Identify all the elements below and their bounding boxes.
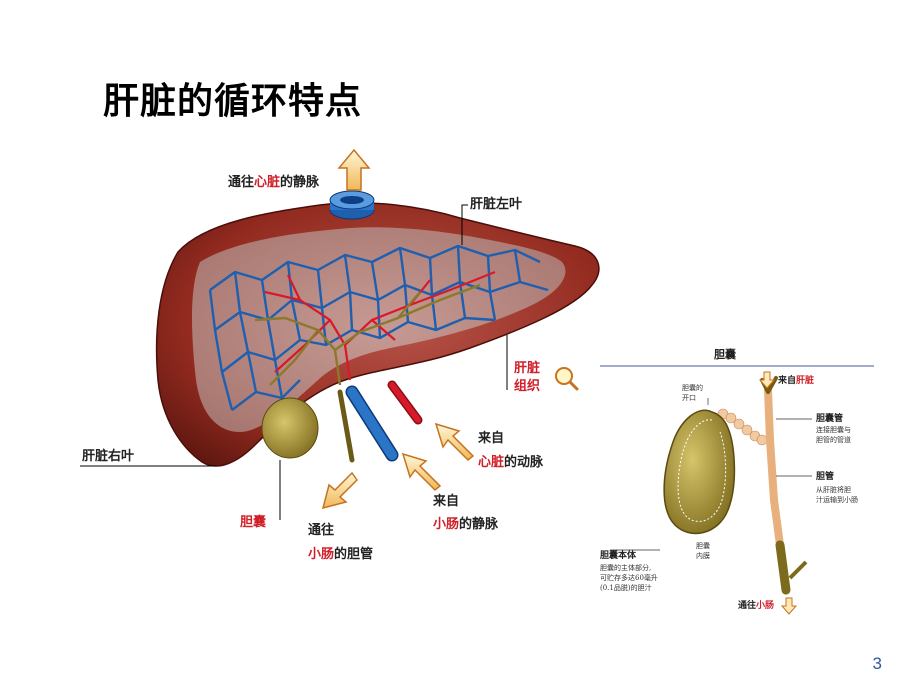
from-liver-label: 来自肝脏	[777, 374, 814, 386]
right-lobe-label: 肝脏右叶	[82, 448, 134, 464]
leader-lines	[80, 204, 508, 520]
bile-out-line2: 小肠的胆管	[308, 546, 373, 562]
hepatic-vein-outlet	[329, 190, 375, 220]
bile-duct	[764, 386, 784, 549]
cystic-duct-title: 胆囊管	[816, 412, 843, 424]
portal-vein	[345, 385, 399, 462]
tissue-label-line1: 肝脏	[514, 360, 540, 376]
gallbladder-shape	[261, 397, 319, 459]
portal-in-line2: 小肠的静脉	[433, 516, 499, 532]
tissue-label-line2: 组织	[514, 378, 540, 394]
page-number: 3	[872, 654, 882, 673]
body-title: 胆囊本体	[600, 549, 637, 561]
arrow-down-top-icon	[758, 371, 776, 389]
left-lobe-label: 肝脏左叶	[470, 196, 522, 212]
arrow-up-icon	[337, 148, 371, 191]
lining-label-line1: 胆囊	[696, 541, 710, 550]
cystic-duct-desc1: 连接胆囊与	[816, 425, 851, 434]
gallbladder-panel: 胆囊 来自肝脏	[600, 347, 874, 615]
arrow-portal-icon	[401, 452, 442, 492]
gallbladder-body	[663, 409, 736, 535]
arrow-bile-out-icon	[321, 471, 358, 510]
bile-duct-desc2: 汁运输到小肠	[816, 495, 858, 504]
artery-in-line1: 来自	[477, 430, 504, 446]
to-intestine-label: 通往小肠	[738, 599, 774, 611]
body-desc1: 胆囊的主体部分,	[600, 563, 651, 572]
bile-duct-desc1: 从肝脏将胆	[816, 485, 851, 494]
opening-label-line2: 开口	[682, 394, 696, 402]
body-desc3: (0.1品脱)的胆汁	[600, 583, 652, 592]
common-bile-duct	[337, 389, 355, 463]
lining-label-line2: 内膜	[696, 551, 710, 560]
artery-in-line2: 心脏的动脉	[478, 454, 544, 470]
gallbladder-label: 胆囊	[240, 514, 267, 530]
magnifier-icon	[555, 367, 579, 391]
vein-out-label: 通往心脏的静脉	[228, 174, 320, 190]
bile-duct-network	[254, 283, 481, 386]
hepatic-artery	[387, 380, 423, 425]
portal-in-line1: 来自	[432, 493, 459, 509]
opening-label-line1: 胆囊的	[682, 383, 703, 392]
gallbladder-panel-title: 胆囊	[714, 347, 737, 361]
arrow-down-bottom-icon	[780, 597, 798, 615]
bile-duct-title: 胆管	[816, 470, 834, 482]
duodenum-duct	[775, 540, 791, 595]
body-desc2: 可贮存多达60毫升	[600, 573, 658, 582]
slide-title: 肝脏的循环特点	[103, 81, 363, 122]
arrow-artery-icon	[434, 422, 475, 462]
cystic-duct-desc2: 胆管的管道	[816, 435, 851, 444]
bile-out-line1: 通往	[308, 522, 334, 538]
hepatic-vein-network	[208, 244, 549, 411]
